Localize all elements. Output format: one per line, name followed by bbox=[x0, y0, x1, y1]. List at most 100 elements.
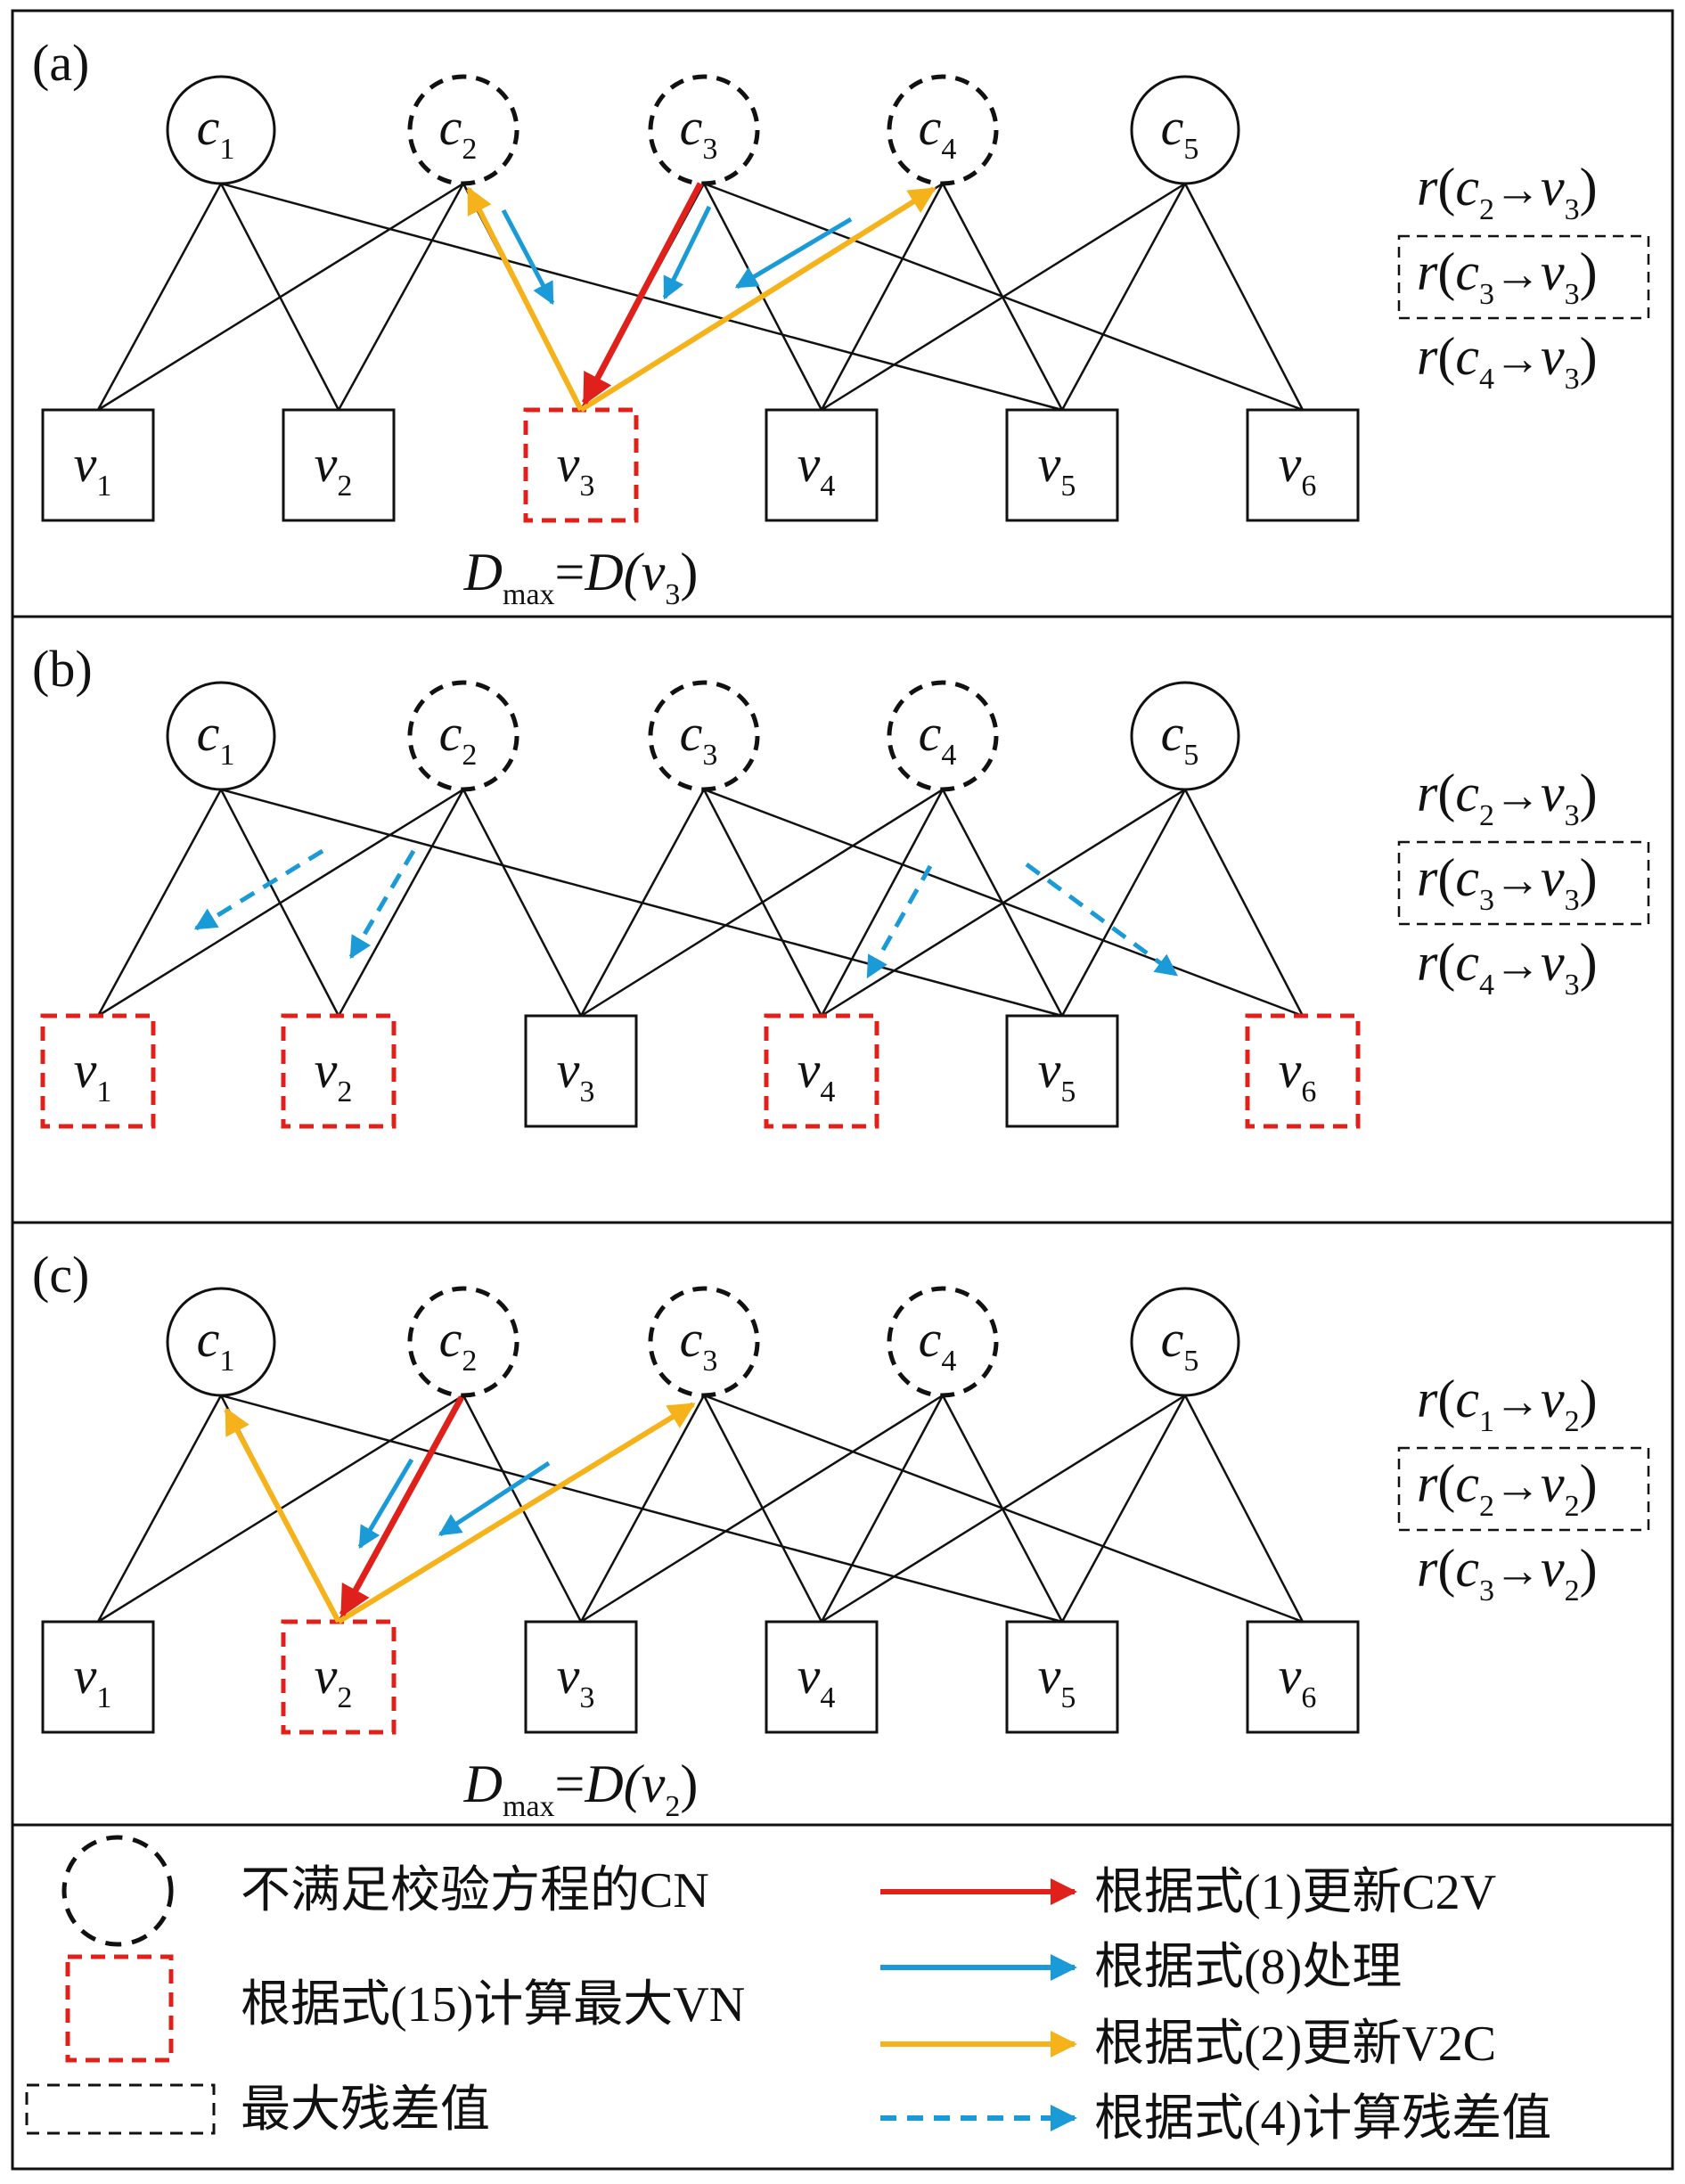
check-node-label: c1 bbox=[197, 704, 235, 772]
variable-node-label: v2 bbox=[315, 435, 353, 503]
check-node-label: c2 bbox=[439, 98, 478, 166]
check-node-c1 bbox=[166, 1287, 276, 1397]
check-node-label: c3 bbox=[680, 98, 718, 166]
legend-dashed-blue-arrow-label: 根据式(4)计算残差值 bbox=[1094, 2091, 1551, 2147]
max-residual-box bbox=[1397, 840, 1650, 926]
check-node-c4 bbox=[887, 74, 999, 186]
edge-c2-v2 bbox=[337, 789, 465, 1017]
legend-unsatisfied-cn-icon bbox=[61, 1835, 174, 1947]
orange-arrow-v3-to-c2 bbox=[466, 186, 584, 412]
edge-c5-v6 bbox=[1183, 789, 1305, 1017]
variable-node-label: v6 bbox=[1279, 1041, 1317, 1108]
blue-arrow-near-c3 bbox=[662, 205, 712, 300]
dmax-caption: Dmax=D(v2) bbox=[463, 1755, 699, 1823]
variable-node-v6 bbox=[1245, 1013, 1361, 1129]
legend-unsatisfied-cn-label: 不满足校验方程的CN bbox=[241, 1863, 709, 1918]
check-node-c2 bbox=[407, 1286, 519, 1398]
dashed-blue-arrow-4 bbox=[1025, 862, 1179, 977]
residual-item: r(c3→v2) bbox=[1417, 1539, 1598, 1607]
dmax-caption: Dmax=D(v3) bbox=[463, 543, 699, 611]
legend-red-arrow-label: 根据式(1)更新C2V bbox=[1094, 1865, 1496, 1920]
check-node-c4 bbox=[887, 680, 999, 792]
orange-arrow-v3-to-c4 bbox=[579, 186, 937, 413]
variable-node-label: v4 bbox=[798, 1647, 836, 1714]
residual-item: r(c4→v3) bbox=[1417, 327, 1598, 396]
variable-node-v5 bbox=[1005, 408, 1119, 522]
variable-node-v3 bbox=[524, 1620, 638, 1734]
edge-c4-v4 bbox=[820, 1395, 945, 1623]
blue-arrow-near-c3 bbox=[438, 1460, 551, 1537]
edge-c2-v2 bbox=[337, 183, 465, 411]
variable-node-label: v3 bbox=[557, 1647, 595, 1714]
check-node-c2 bbox=[407, 680, 519, 792]
variable-node-label: v4 bbox=[798, 1041, 836, 1108]
legend-orange-arrow-label: 根据式(2)更新V2C bbox=[1094, 2016, 1496, 2072]
edge-c5-v5 bbox=[1060, 789, 1187, 1017]
outer-frame bbox=[11, 9, 1674, 2171]
variable-node-v3 bbox=[524, 1014, 638, 1128]
check-node-label: c1 bbox=[197, 98, 235, 166]
edge-c2-v1 bbox=[97, 788, 464, 1018]
legend-blue-arrow-label: 根据式(8)处理 bbox=[1094, 1940, 1402, 1995]
residual-item: r(c2→v3) bbox=[1417, 158, 1598, 226]
check-node-label: c4 bbox=[919, 1310, 957, 1378]
edge-c3-v3 bbox=[579, 1395, 706, 1623]
edge-c5-v4 bbox=[821, 182, 1186, 412]
legend-max-vn-icon bbox=[65, 1954, 174, 2063]
panels: (a) c1 c2 c3 c4 c5 v1 v2 v3 v4 v5 v6 r(c2→v3) r(c3→v3… bbox=[32, 34, 1650, 1823]
edge-c5-v4 bbox=[821, 788, 1186, 1018]
residual-item: r(c3→v3) bbox=[1417, 848, 1598, 917]
check-node-c4 bbox=[887, 1286, 999, 1398]
variable-node-v4 bbox=[765, 408, 879, 522]
edge-c3-v3 bbox=[579, 789, 706, 1017]
variable-node-v1 bbox=[41, 1620, 155, 1734]
residual-item: r(c2→v2) bbox=[1417, 1454, 1598, 1523]
variable-node-v6 bbox=[1246, 408, 1360, 522]
variable-node-label: v2 bbox=[315, 1041, 353, 1108]
edge-c5-v5 bbox=[1060, 183, 1187, 411]
variable-node-v1 bbox=[41, 408, 155, 522]
check-node-label: c3 bbox=[680, 1310, 718, 1378]
variable-node-label: v1 bbox=[74, 1647, 112, 1714]
check-node-label: c2 bbox=[439, 1310, 478, 1378]
check-node-label: c5 bbox=[1161, 704, 1199, 772]
edge-c5-v5 bbox=[1060, 1395, 1187, 1623]
edge-c4-v4 bbox=[820, 183, 945, 411]
check-node-label: c5 bbox=[1161, 1310, 1199, 1378]
panel-label: (a) bbox=[32, 34, 89, 92]
residual-item: r(c1→v2) bbox=[1417, 1370, 1598, 1438]
variable-node-label: v5 bbox=[1038, 1647, 1076, 1714]
edge-c1-v1 bbox=[96, 183, 223, 411]
legend-max-residual-icon bbox=[25, 2083, 216, 2135]
orange-arrow-v2-to-c1 bbox=[224, 1407, 341, 1624]
blue-arrow-near-c2 bbox=[501, 209, 555, 306]
check-node-label: c2 bbox=[439, 704, 478, 772]
panel-label: (c) bbox=[32, 1246, 89, 1304]
check-node-c3 bbox=[648, 680, 760, 792]
variable-node-label: v5 bbox=[1038, 1041, 1076, 1108]
variable-node-label: v6 bbox=[1279, 1647, 1317, 1714]
edge-c4-v4 bbox=[820, 789, 945, 1017]
variable-node-label: v6 bbox=[1279, 435, 1317, 503]
blue-arrow-near-c4 bbox=[734, 217, 853, 290]
variable-node-v2 bbox=[281, 1013, 397, 1129]
legend-max-vn-label: 根据式(15)计算最大VN bbox=[241, 1977, 745, 2033]
edge-c1-v1 bbox=[96, 1395, 223, 1623]
edge-c4-v3 bbox=[580, 1394, 944, 1624]
check-node-c3 bbox=[648, 1286, 760, 1398]
variable-node-v4 bbox=[765, 1620, 879, 1734]
edge-c2-v3 bbox=[462, 789, 583, 1017]
variable-node-v5 bbox=[1005, 1014, 1119, 1128]
variable-node-label: v1 bbox=[74, 435, 112, 503]
check-node-label: c3 bbox=[680, 704, 718, 772]
dashed-blue-arrow-2 bbox=[348, 849, 416, 960]
variable-node-label: v4 bbox=[798, 435, 836, 503]
variable-node-v6 bbox=[1246, 1620, 1360, 1734]
variable-node-v4 bbox=[764, 1013, 879, 1129]
edge-c2-v1 bbox=[97, 182, 464, 412]
edge-c4-v3 bbox=[580, 788, 944, 1018]
variable-node-label: v1 bbox=[74, 1041, 112, 1108]
variable-node-v5 bbox=[1005, 1620, 1119, 1734]
dashed-blue-arrow-3 bbox=[865, 864, 933, 979]
